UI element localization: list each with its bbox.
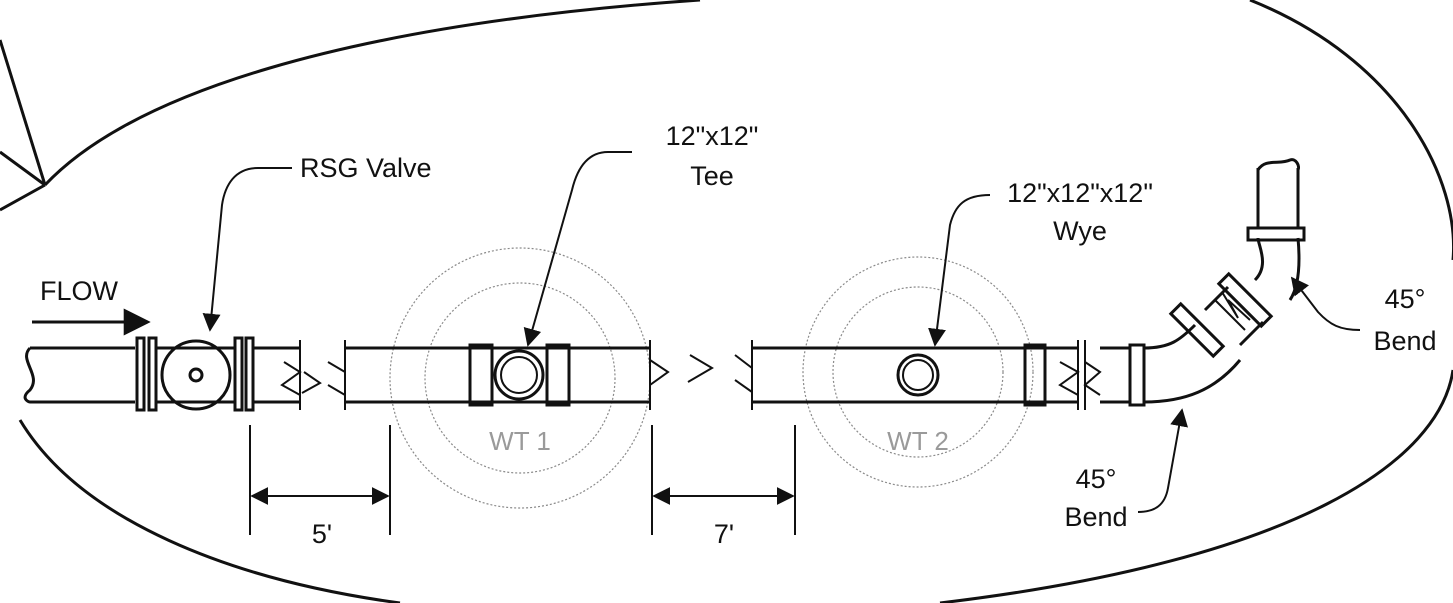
flow-label: FLOW [40,276,119,306]
callout-tail [0,39,47,212]
bend-bottom-label-line2: Bend [1064,502,1127,532]
bend-bottom-leader [1137,408,1188,513]
inlet-pipe [23,346,135,404]
tee-leader [523,151,632,347]
dimension-7ft-label: 7' [714,519,734,549]
bend-assembly [1100,158,1306,407]
bend-right-leader [1290,276,1361,331]
tee-label-line2: Tee [690,161,734,191]
rsg-valve-label: RSG Valve [300,153,432,183]
wt1-label: WT 1 [489,426,551,456]
wye-leader [928,194,991,347]
tee-pipe [327,340,714,410]
wye-label-line1: 12"x12"x12" [1007,178,1153,208]
dimension-5ft [249,425,391,535]
tee-label-line1: 12"x12" [666,121,759,151]
wt2-rings [802,256,1034,488]
bend-bottom-label-line1: 45° [1076,464,1117,494]
wt1-rings [389,247,651,509]
bend-right-label-line1: 45° [1385,284,1426,314]
wt2-label: WT 2 [887,426,949,456]
dimension-5ft-label: 5' [312,519,332,549]
rsg-valve [135,336,322,412]
wye-label-line2: Wye [1053,216,1107,246]
wye-pipe [734,340,1102,410]
bend-right-label-line2: Bend [1373,326,1436,356]
rsg-valve-leader [202,167,292,332]
dimension-7ft [651,425,796,535]
